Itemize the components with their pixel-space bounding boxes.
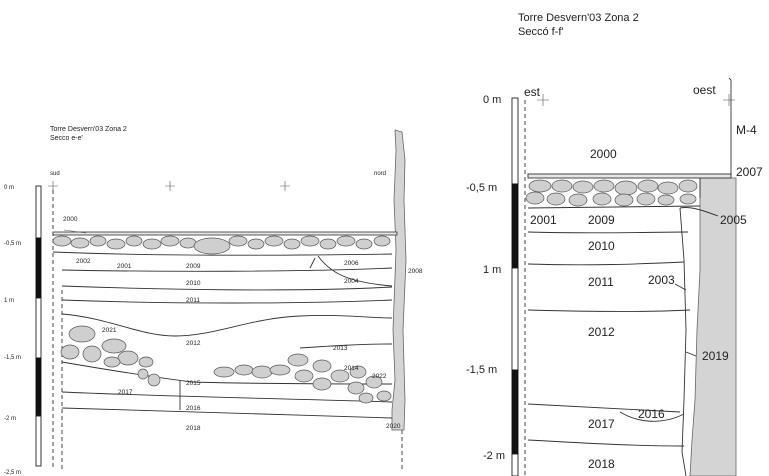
right-scale-1: 1 m [483,264,501,276]
left-section: Torre Desvern'03 Zona 2 Secco e-e' sud n… [4,126,423,476]
left-stone-fill-2014 [213,353,392,404]
right-subtitle: Seccó f-f' [518,26,564,38]
left-stone-fill-2021 [60,325,161,387]
right-datum-crosses [537,94,735,106]
left-scale-25: -2,5 m [4,470,21,476]
left-scale-05: -0,5 m [4,241,21,247]
right-orient-est: est [524,85,541,99]
left-orient-sud: sud [50,171,60,177]
right-orient-oest: oest [693,83,716,97]
right-strata-lines [527,205,719,476]
left-unit-2002: 2002 [76,258,91,265]
left-scale-1: 1 m [4,298,14,304]
right-unit-2009: 2009 [588,213,615,227]
right-scale-bar [511,97,519,476]
left-unit-2004: 2004 [344,278,359,285]
left-unit-2021: 2021 [102,327,117,334]
left-unit-2018: 2018 [186,425,201,432]
left-wall [391,129,407,431]
left-scale-bar [35,185,42,467]
left-subtitle: Secco e-e' [50,135,83,142]
left-unit-labels: 2000 2002 2001 2009 2006 2004 2008 2010 … [63,216,423,432]
right-wall-label-m4: M-4 [736,123,757,137]
left-scale-15: -1,5 m [4,355,21,361]
right-unit-2012: 2012 [588,325,615,339]
right-unit-2003: 2003 [648,273,675,287]
right-section: Torre Desvern'03 Zona 2 Seccó f-f' est o… [466,12,763,476]
left-unit-2020: 2020 [386,423,401,430]
left-unit-2014: 2014 [344,365,359,372]
left-unit-2022: 2022 [372,373,387,380]
right-unit-2010: 2010 [588,239,615,253]
left-unit-2010: 2010 [186,280,201,287]
left-title: Torre Desvern'03 Zona 2 [50,126,127,133]
right-unit-labels: 2000 2007 2001 2009 2005 2010 2011 2003 … [530,147,763,471]
right-unit-2019: 2019 [702,349,729,363]
right-wall [689,177,737,476]
right-title: Torre Desvern'03 Zona 2 [518,12,639,24]
right-unit-2011: 2011 [588,275,614,289]
right-unit-2001: 2001 [530,213,557,227]
left-unit-2017: 2017 [118,389,133,396]
right-scale-0: 0 m [483,94,501,106]
left-strata-lines [52,251,393,419]
left-unit-2016: 2016 [186,405,201,412]
left-unit-2008: 2008 [408,268,423,275]
right-scale-15: -1,5 m [466,364,497,376]
right-scale-05: -0,5 m [466,182,497,194]
left-unit-2011: 2011 [186,297,200,304]
right-unit-2018: 2018 [588,457,615,471]
right-unit-2000: 2000 [590,147,617,161]
left-scale-0: 0 m [4,185,14,191]
left-unit-2006: 2006 [344,260,359,267]
right-unit-2007: 2007 [736,165,763,179]
left-datum-crosses [48,181,405,191]
right-unit-2016: 2016 [638,407,665,421]
left-unit-2013: 2013 [333,345,348,352]
left-unit-2001: 2001 [117,263,132,270]
left-orient-nord: nord [374,171,386,177]
left-unit-2009: 2009 [186,263,201,270]
right-unit-2017: 2017 [588,417,615,431]
right-cobble-layer [525,179,698,207]
left-unit-2012: 2012 [186,340,201,347]
left-scale-2: -2 m [4,416,16,422]
left-unit-2015: 2015 [186,380,201,387]
left-unit-2000: 2000 [63,216,78,223]
right-scale-2: -2 m [483,450,505,462]
right-unit-2005: 2005 [720,213,747,227]
left-cobble-layer [52,235,391,255]
